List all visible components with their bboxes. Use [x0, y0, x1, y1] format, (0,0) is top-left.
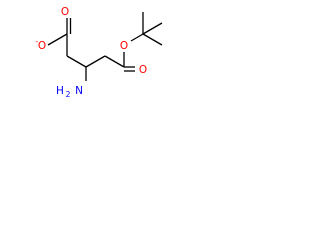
atom-labels: O O - H 2 N O O	[36, 6, 148, 99]
atom-o-top: O	[61, 6, 69, 18]
bond-c4-c5	[104, 55, 125, 68]
bond-c3-c4	[85, 55, 106, 68]
bond-cq-me2	[142, 22, 163, 35]
bond-cq-me3	[142, 33, 163, 46]
atom-nh2-h: H	[56, 85, 64, 97]
atom-o-charge: -	[36, 37, 39, 46]
bond-oester-cq	[130, 33, 144, 42]
atom-nh2-n: N	[75, 85, 83, 97]
atom-o-carboxylate: O	[38, 40, 46, 52]
atom-o-ester-carbonyl: O	[139, 64, 147, 76]
bond-c1-ominus	[47, 33, 68, 46]
atom-nh2-subscript: 2	[66, 90, 71, 99]
bond-c2-c3	[66, 55, 87, 68]
bonds	[47, 12, 163, 81]
atom-o-ester: O	[120, 40, 128, 52]
molecule-structure: O O - H 2 N O O	[36, 6, 163, 99]
